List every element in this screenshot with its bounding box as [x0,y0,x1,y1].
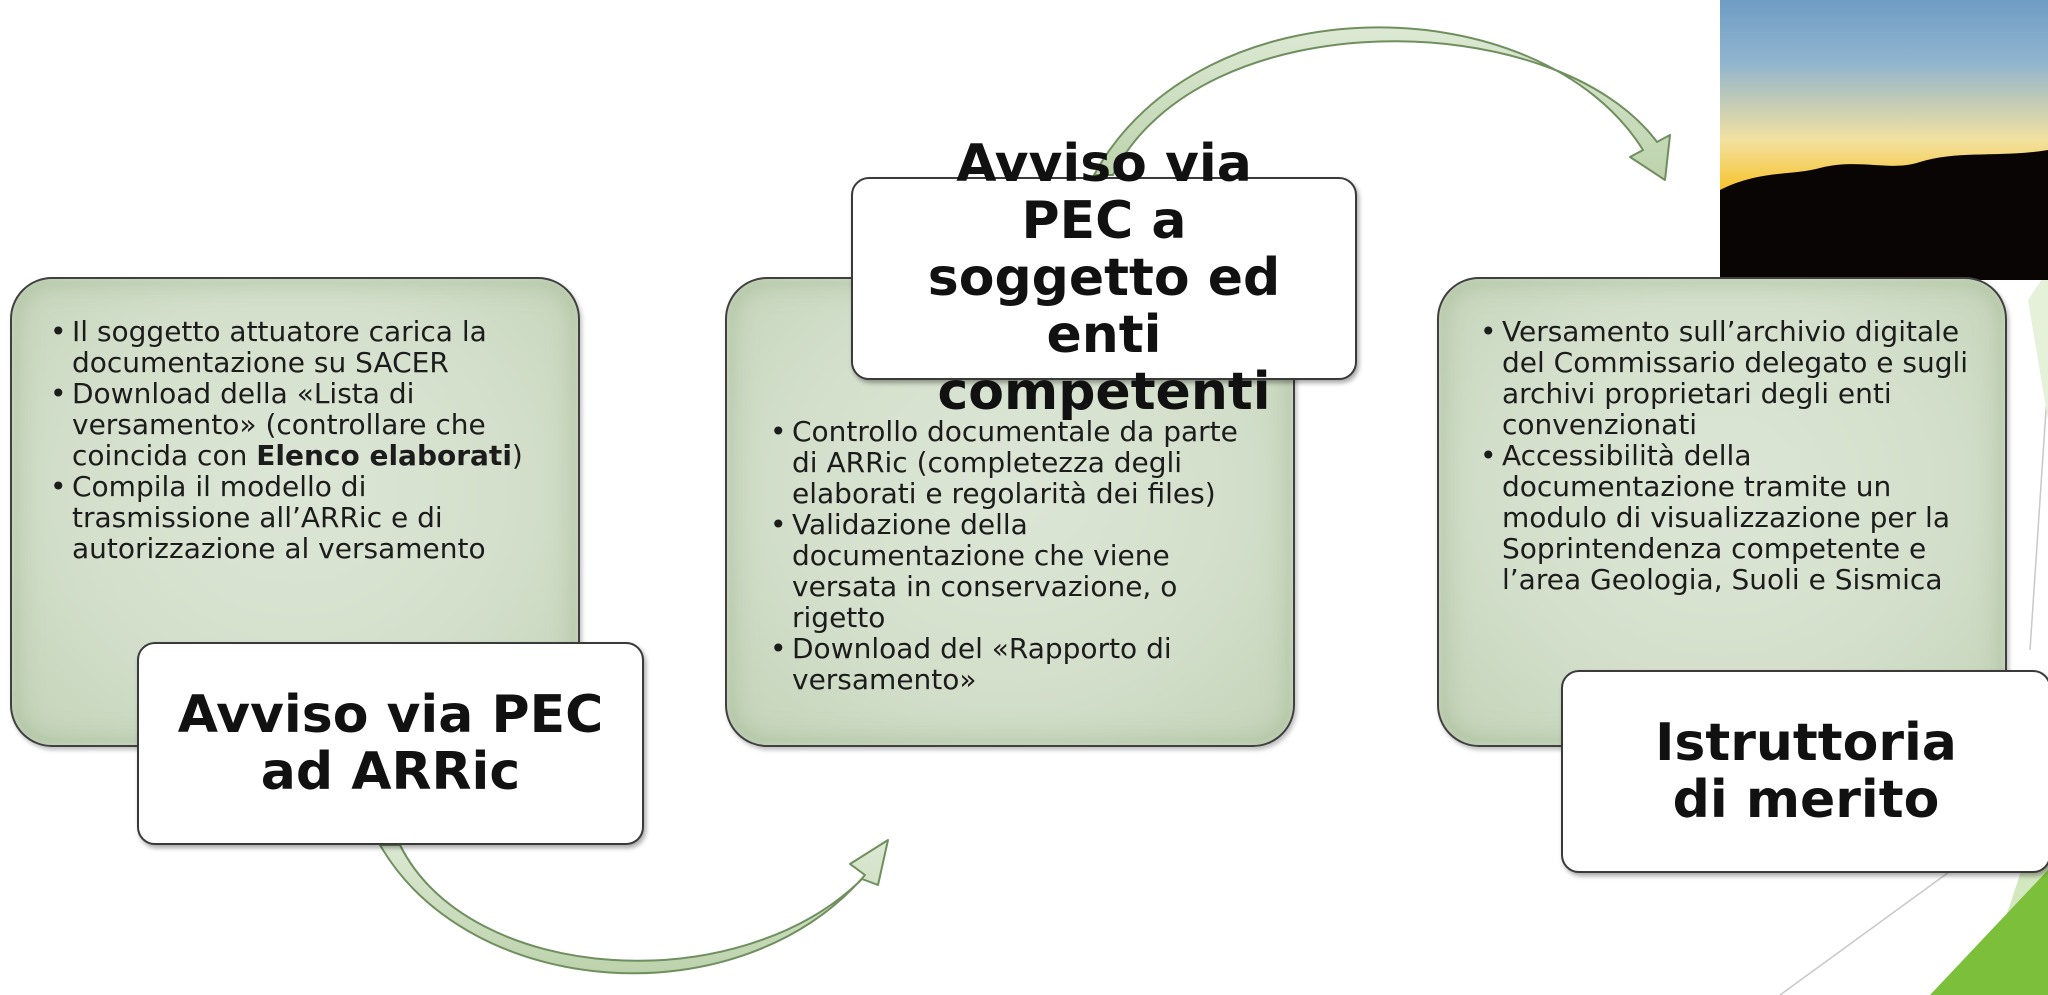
step-1-bullet-3: Compila il modello di trasmissione all’A… [50,471,530,564]
step-3-title-box: Istruttoria di merito [1561,670,2048,873]
sunset-photo [1720,0,2048,280]
step-2-bullet-2: Validazione della documentazione che vie… [770,509,1260,633]
accent-triangle-green [1930,870,2048,995]
step-2-title: Avviso via PEC a soggetto ed enti compet… [927,134,1281,422]
step-1-title: Avviso via PEC ad ARRic [177,684,604,802]
step-2-bullet-1: Controllo documentale da parte di ARRic … [770,416,1260,509]
step-3-bullet-1: Versamento sull’archivio digitale del Co… [1480,316,1980,440]
step-1-bullets: Il soggetto attuatore carica la document… [50,316,530,564]
step-3-bullet-2: Accessibilità della documentazione trami… [1480,440,1980,595]
step-1-bullet-1: Il soggetto attuatore carica la document… [50,316,530,378]
step-1-bullet-2: Download della «Lista di versamento» (co… [50,378,530,471]
accent-line-2 [2029,379,2048,651]
curved-arrow-icon [379,26,1671,975]
step-2-bullet-3: Download del «Rapporto di versamento» [770,633,1260,695]
step-2-title-box: Avviso via PEC a soggetto ed enti compet… [851,136,1357,421]
step-2-bullets: Controllo documentale da parte di ARRic … [770,416,1260,695]
step-1-title-box: Avviso via PEC ad ARRic [137,642,644,845]
step-3-bullets: Versamento sull’archivio digitale del Co… [1480,316,1980,595]
accent-sliver [2028,270,2048,420]
step-3-title: Istruttoria di merito [1655,712,1957,830]
